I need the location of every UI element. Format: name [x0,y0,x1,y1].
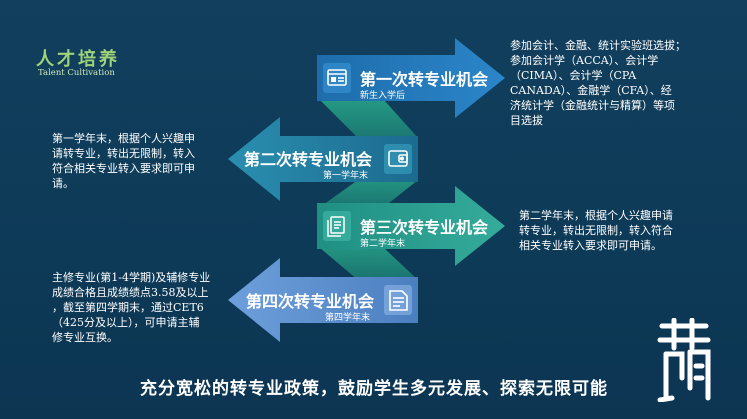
opportunity-1-title: 第一次转专业机会 [360,70,489,89]
web-window-icon [327,69,347,86]
arrow-2-shape [228,117,418,201]
opportunity-2-time: 第一学年末 [323,171,369,181]
opportunity-1-time: 新生入学后 [360,91,406,101]
arrow-1-shape [317,38,505,118]
connector-3-4 [320,248,418,280]
wallet-icon [388,150,408,167]
connector-1-2 [320,100,418,138]
arrow-4-icon-badge [384,285,412,315]
connector-2-3 [320,180,418,207]
opportunity-1-description: 参加会计、金融、统计实验班选拔； 参加会计学（ACCA）、会计学 （CIMA）、… [510,39,686,127]
opportunity-2-description: 第一学年末，根据个人兴趣申 请转专业，转出无限制，转入 符合相关专业转入要求即可… [52,132,195,190]
document-lines-icon [389,290,408,311]
policy-tagline: 充分宽松的转专业政策，鼓励学生多元发展、探索无限可能 [140,379,608,399]
section-subtitle: Talent Cultivation [38,68,115,78]
opportunity-4-description: 主修专业(第1-4学期)及辅修专业 成绩合格且成绩绩点3.58及以上 ，截至第四… [52,271,211,344]
opportunity-4-time: 第四学年末 [325,313,371,323]
arrow-4-shape [228,258,418,342]
opportunity-3-description: 第二学年末，根据个人兴趣申请 转专业，转出无限制，转入符合 相关专业转入要求即可… [519,209,673,252]
documents-icon [327,216,345,237]
opportunity-2-title: 第二次转专业机会 [244,150,373,169]
opportunity-4-title: 第四次转专业机会 [246,292,375,311]
section-title: 人才培养 [36,49,120,70]
opportunity-3-time: 第二学年末 [360,239,406,249]
arrow-3-shape [317,186,505,266]
opportunity-3-title: 第三次转专业机会 [360,218,489,237]
school-logo [657,318,711,402]
